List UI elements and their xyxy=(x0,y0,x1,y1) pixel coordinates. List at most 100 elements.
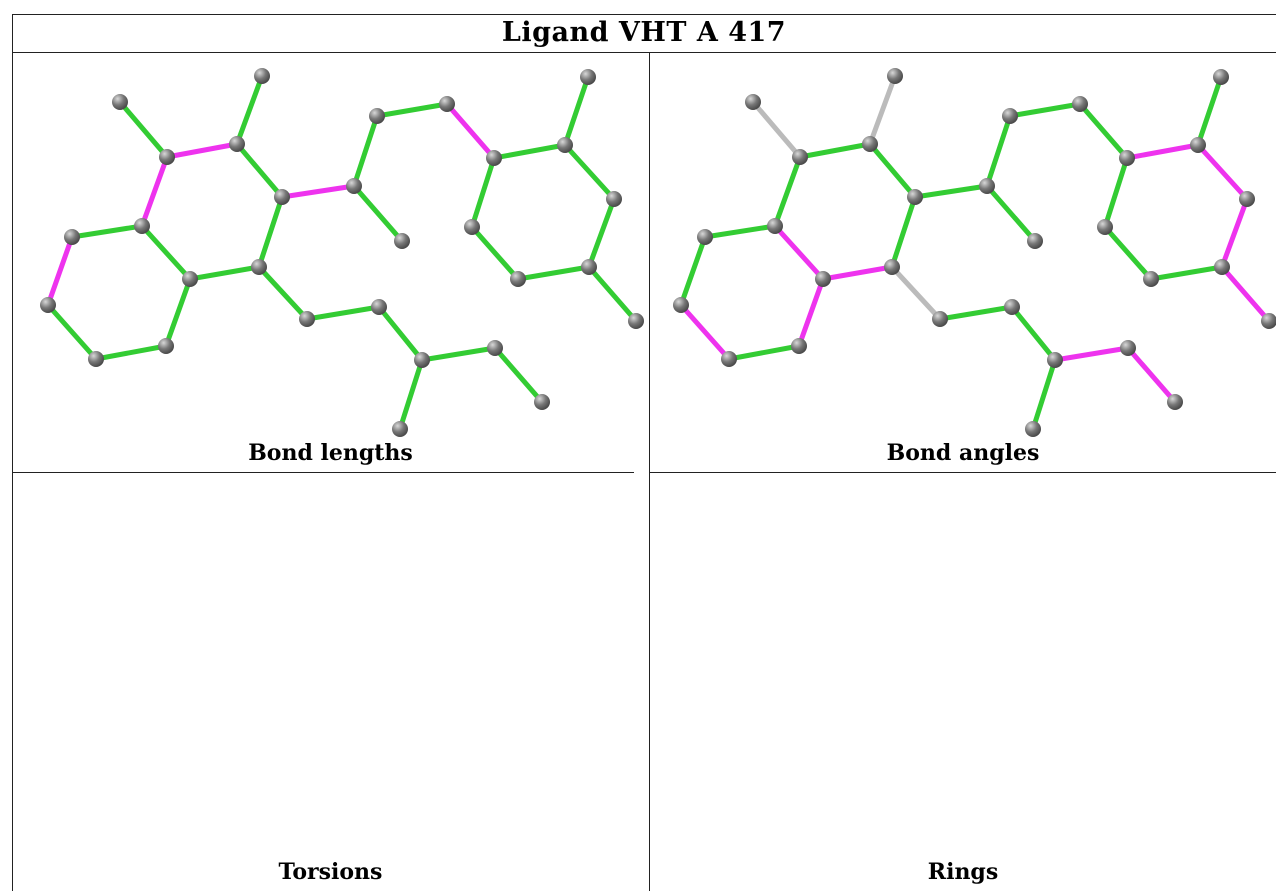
row-divider-left xyxy=(12,472,634,473)
atom xyxy=(1120,340,1136,356)
bond xyxy=(1007,101,1083,119)
atom xyxy=(767,218,783,234)
atom xyxy=(510,271,526,287)
atom xyxy=(392,421,408,437)
bond xyxy=(984,183,1038,244)
bond xyxy=(797,141,873,160)
bond xyxy=(678,302,732,362)
atom xyxy=(182,271,198,287)
molecule-diagram-bond-angles xyxy=(673,68,1276,437)
atom xyxy=(792,149,808,165)
report-frame: Ligand VHT A 417 Bond lengths Bond angle… xyxy=(12,14,1276,891)
molecule-diagram-bond-lengths xyxy=(40,68,644,437)
bond xyxy=(889,264,943,322)
atom xyxy=(606,191,622,207)
bond xyxy=(351,113,380,189)
bond xyxy=(796,276,826,349)
bond xyxy=(867,73,898,147)
atom xyxy=(697,229,713,245)
bond xyxy=(419,345,498,363)
atom xyxy=(1261,313,1276,329)
bond xyxy=(1219,196,1250,270)
bond xyxy=(256,194,285,270)
atom xyxy=(1119,150,1135,166)
bond xyxy=(702,223,778,240)
title-divider xyxy=(12,52,1276,53)
atom xyxy=(1143,271,1159,287)
atom xyxy=(64,229,80,245)
bond xyxy=(69,223,145,240)
atom xyxy=(1213,69,1229,85)
bond xyxy=(397,357,425,432)
atom xyxy=(229,136,245,152)
atom xyxy=(158,338,174,354)
bond xyxy=(1195,142,1250,202)
atom xyxy=(464,219,480,235)
bond xyxy=(889,194,918,270)
bond xyxy=(469,224,521,282)
panel-caption: Bond lengths xyxy=(248,440,413,466)
atom xyxy=(534,394,550,410)
atom xyxy=(815,271,831,287)
bond xyxy=(492,345,545,405)
page-title: Ligand VHT A 417 xyxy=(501,17,787,48)
atom xyxy=(745,94,761,110)
atom xyxy=(1004,299,1020,315)
atom xyxy=(907,189,923,205)
bond xyxy=(726,343,802,362)
atom xyxy=(251,259,267,275)
border-top xyxy=(12,14,1276,15)
atom xyxy=(581,259,597,275)
atom xyxy=(1072,96,1088,112)
bond xyxy=(256,264,310,322)
atom xyxy=(159,149,175,165)
atom xyxy=(1214,259,1230,275)
bond xyxy=(376,304,425,363)
bond xyxy=(1195,74,1224,148)
bond xyxy=(163,276,193,349)
bond xyxy=(562,142,617,202)
bond xyxy=(164,141,240,160)
atom xyxy=(1025,421,1041,437)
atom xyxy=(557,137,573,153)
bond xyxy=(279,183,357,200)
atom xyxy=(369,108,385,124)
atom xyxy=(254,68,270,84)
atom xyxy=(346,178,362,194)
bond xyxy=(867,141,918,200)
bond xyxy=(1148,264,1225,282)
bond xyxy=(234,141,285,200)
bond xyxy=(984,113,1013,189)
bond xyxy=(351,183,405,244)
bond xyxy=(491,142,568,161)
atom xyxy=(628,313,644,329)
bond xyxy=(304,304,382,322)
atom xyxy=(1027,233,1043,249)
bond xyxy=(562,74,591,148)
atom xyxy=(1097,219,1113,235)
atom xyxy=(721,351,737,367)
atom xyxy=(791,338,807,354)
bond xyxy=(1125,345,1178,405)
bond xyxy=(1077,101,1130,161)
atom xyxy=(486,150,502,166)
atom xyxy=(274,189,290,205)
panel-rings: Rings xyxy=(650,473,1276,891)
bond xyxy=(586,196,617,270)
bond xyxy=(139,223,193,282)
bond xyxy=(1219,264,1272,324)
bond xyxy=(772,223,826,282)
atom xyxy=(1002,108,1018,124)
bond xyxy=(750,99,803,160)
atom xyxy=(1239,191,1255,207)
atom xyxy=(932,311,948,327)
column-divider xyxy=(649,52,650,891)
atom xyxy=(884,259,900,275)
atom xyxy=(299,311,315,327)
bond xyxy=(586,264,639,324)
panel-bond-angles: Bond angles xyxy=(650,53,1276,472)
bond xyxy=(374,101,450,119)
panel-caption: Bond angles xyxy=(886,440,1040,466)
atom xyxy=(487,340,503,356)
atom xyxy=(414,352,430,368)
